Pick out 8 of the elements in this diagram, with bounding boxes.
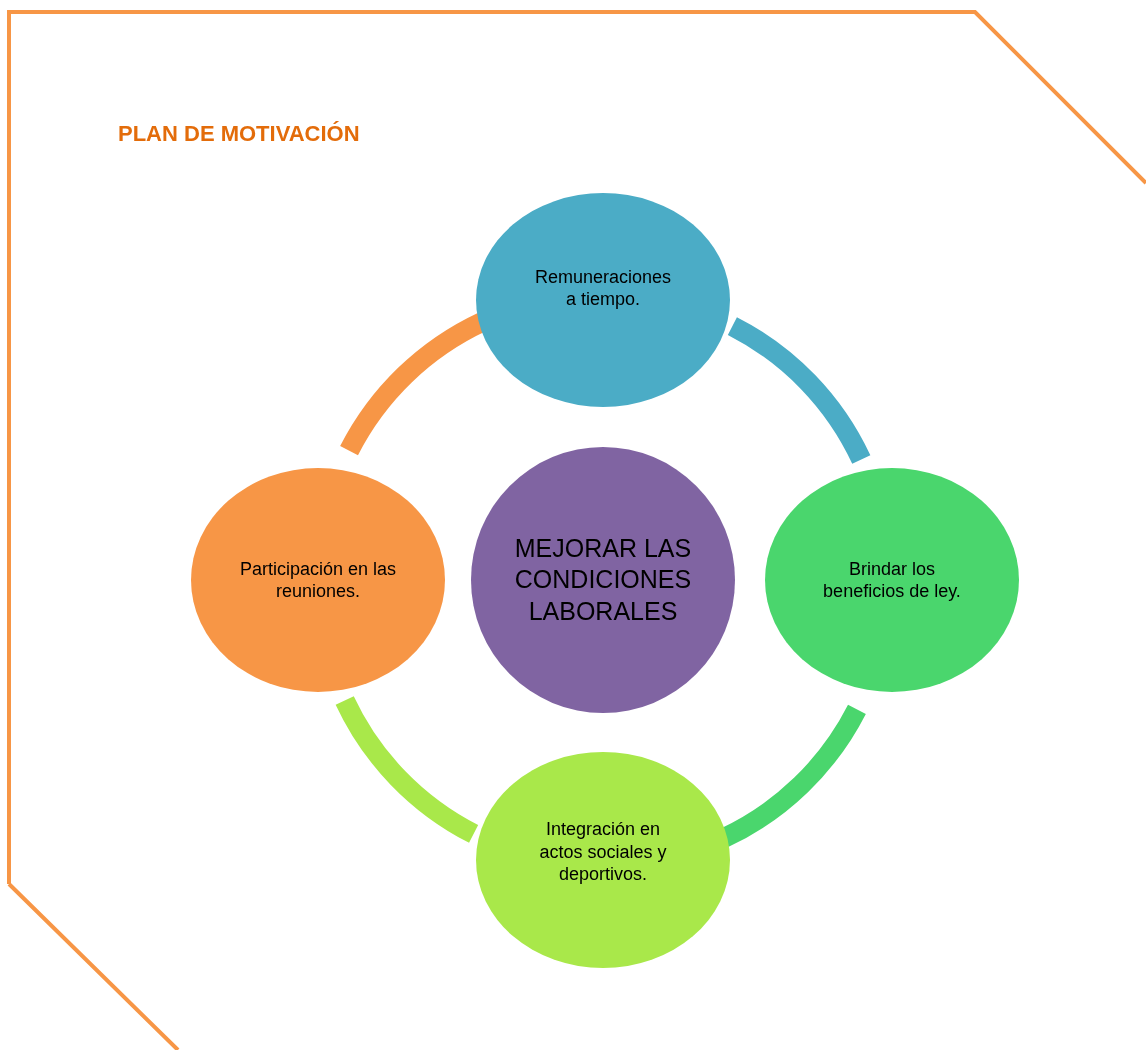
node-label: Brindar los beneficios de ley.: [822, 557, 962, 603]
title: PLAN DE MOTIVACIÓN: [118, 120, 360, 148]
node-label: Remuneraciones a tiempo.: [534, 265, 672, 311]
node-label: Integración en actos sociales y deportivos.: [538, 818, 668, 886]
node-label: Participación en las reuniones.: [238, 557, 398, 603]
arc-connector: [727, 317, 871, 465]
arc-connector: [335, 695, 479, 843]
node-label: MEJORAR LAS CONDICIONES LABORALES: [513, 533, 693, 627]
